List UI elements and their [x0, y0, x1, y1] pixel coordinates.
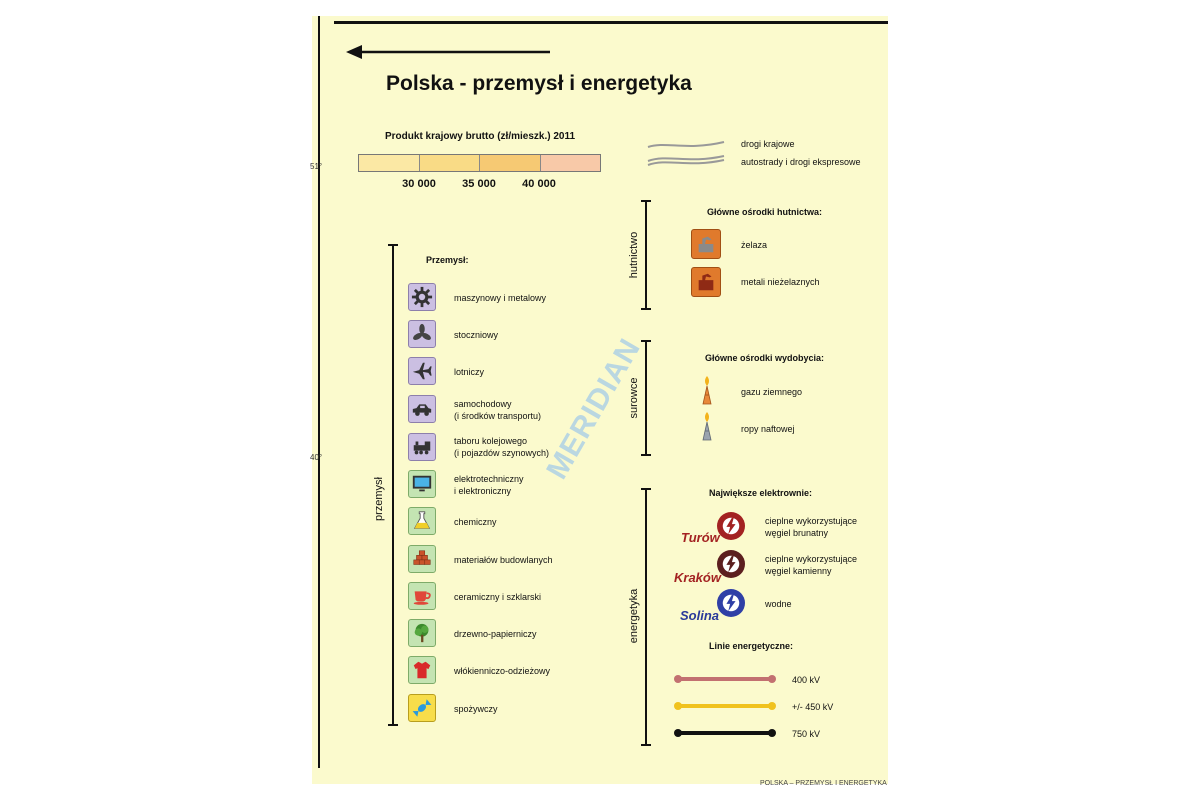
gdp-legend-title: Produkt krajowy brutto (zł/mieszk.) 2011	[385, 131, 576, 142]
candy-icon	[408, 694, 436, 722]
industry-bracket-label: przemysł	[373, 477, 385, 522]
industry-item-line: (i środków transportu)	[454, 411, 542, 421]
industry-item-line: (i pojazdów szynowych)	[454, 448, 550, 458]
power-plant-line: węgiel brunatny	[765, 528, 829, 538]
power-plant-label: cieplne wykorzystujące węgiel brunatny	[765, 515, 857, 539]
footer-caption: POLSKA – PRZEMYSŁ I ENERGETYKA	[760, 780, 887, 787]
tree-icon	[408, 619, 436, 647]
industry-item-label: spożywczy	[454, 704, 498, 714]
gdp-scale-segment	[540, 155, 600, 171]
power-line-end-dot	[674, 675, 682, 683]
bricks-icon	[408, 545, 436, 573]
power-plant-label: wodne	[765, 599, 792, 609]
power-plants-heading: Największe elektrownie:	[709, 488, 813, 498]
gdp-color-scale	[358, 154, 601, 172]
nonferrous-works-icon	[691, 267, 721, 297]
metallurgy-heading: Główne ośrodki hutnictwa:	[707, 207, 823, 217]
power-line-end-dot	[768, 729, 776, 737]
industry-bracket	[388, 244, 398, 726]
monitor-icon	[408, 470, 436, 498]
gas-flame-icon	[702, 376, 712, 405]
industry-item-label: włókienniczo-odzieżowy	[454, 666, 551, 676]
arrow-left-icon	[346, 45, 550, 59]
power-line-end-dot	[768, 702, 776, 710]
roads-symbol-icon	[647, 141, 725, 166]
power-line-end-dot	[768, 675, 776, 683]
power-line-label: 750 kV	[792, 729, 821, 739]
industry-heading: Przemysł:	[426, 255, 469, 265]
resources-heading: Główne ośrodki wydobycia:	[705, 353, 825, 363]
gdp-scale-label: 30 000	[402, 178, 436, 190]
industry-item-line: taboru kolejowego	[454, 436, 528, 446]
resources-gas-label: gazu ziemnego	[741, 387, 803, 397]
cup-icon	[408, 582, 436, 610]
power-plant-line: cieplne wykorzystujące	[765, 516, 858, 526]
coordinate-label: 40°	[310, 453, 323, 462]
lightning-bolt-icon	[717, 589, 745, 617]
gdp-scale-label: 35 000	[462, 178, 496, 190]
roads-motorways-label: autostrady i drogi ekspresowe	[741, 157, 861, 167]
industry-item-label: lotniczy	[454, 367, 485, 377]
power-lines-heading: Linie energetyczne:	[709, 641, 794, 651]
city-label-solina: Solina	[680, 608, 720, 623]
industry-item-label: stoczniowy	[454, 330, 499, 340]
power-plant-line: węgiel kamienny	[765, 566, 832, 576]
metallurgy-bracket-label: hutnictwo	[628, 231, 640, 279]
shirt-icon	[408, 656, 436, 684]
power-line-label: +/- 450 kV	[792, 702, 834, 712]
energy-bracket	[641, 488, 651, 746]
car-icon	[408, 395, 436, 423]
power-line-450kv	[674, 702, 776, 710]
gdp-scale-segment	[480, 155, 541, 171]
gdp-scale-segment	[359, 155, 420, 171]
industry-item-label: maszynowy i metalowy	[454, 293, 547, 303]
power-line-label: 400 kV	[792, 675, 821, 685]
oil-flame-icon	[702, 412, 712, 441]
power-plant-label: cieplne wykorzystujące węgiel kamienny	[765, 553, 857, 577]
energy-bracket-label: energetyka	[628, 588, 640, 644]
industry-item-line: i elektroniczny	[454, 486, 512, 496]
metallurgy-bracket	[641, 200, 651, 310]
gdp-scale-segment	[419, 155, 480, 171]
city-label-krakow: Kraków	[674, 570, 721, 585]
power-line-end-dot	[674, 729, 682, 737]
lightning-bolt-icon	[717, 512, 745, 540]
map-frame-top	[334, 21, 888, 24]
resources-oil-label: ropy naftowej	[741, 424, 795, 434]
industry-item-label: ceramiczny i szklarski	[454, 592, 542, 602]
iron-works-icon	[691, 229, 721, 259]
gear-icon	[408, 283, 436, 311]
roads-national-label: drogi krajowe	[741, 139, 795, 149]
resources-bracket	[641, 340, 651, 456]
coordinate-label: 51°	[310, 162, 323, 171]
industry-item-label: samochodowy (i środków transportu)	[454, 398, 541, 422]
metallurgy-iron-label: żelaza	[741, 240, 768, 250]
industry-item-line: elektrotechniczny	[454, 474, 524, 484]
power-line-750kv	[674, 729, 776, 737]
industry-item-label: elektrotechniczny i elektroniczny	[454, 473, 524, 497]
metallurgy-nonferrous-label: metali nieżelaznych	[741, 277, 820, 287]
gdp-scale-label: 40 000	[522, 178, 556, 190]
industry-item-label: taboru kolejowego (i pojazdów szynowych)	[454, 435, 549, 459]
power-line-end-dot	[674, 702, 682, 710]
industry-item-line: samochodowy	[454, 399, 512, 409]
industry-item-label: drzewno-papierniczy	[454, 629, 537, 639]
flask-icon	[408, 507, 436, 535]
airplane-icon	[408, 357, 436, 385]
map-frame-left	[318, 16, 320, 768]
industry-item-label: materiałów budowlanych	[454, 555, 553, 565]
power-plant-line: cieplne wykorzystujące	[765, 554, 858, 564]
propeller-icon	[408, 320, 436, 348]
city-label-turow: Turów	[681, 530, 720, 545]
industry-item-label: chemiczny	[454, 517, 497, 527]
lightning-bolt-icon	[717, 550, 745, 578]
legend-title: Polska - przemysł i energetyka	[386, 72, 692, 95]
power-line-400kv	[674, 675, 776, 683]
locomotive-icon	[408, 433, 436, 461]
